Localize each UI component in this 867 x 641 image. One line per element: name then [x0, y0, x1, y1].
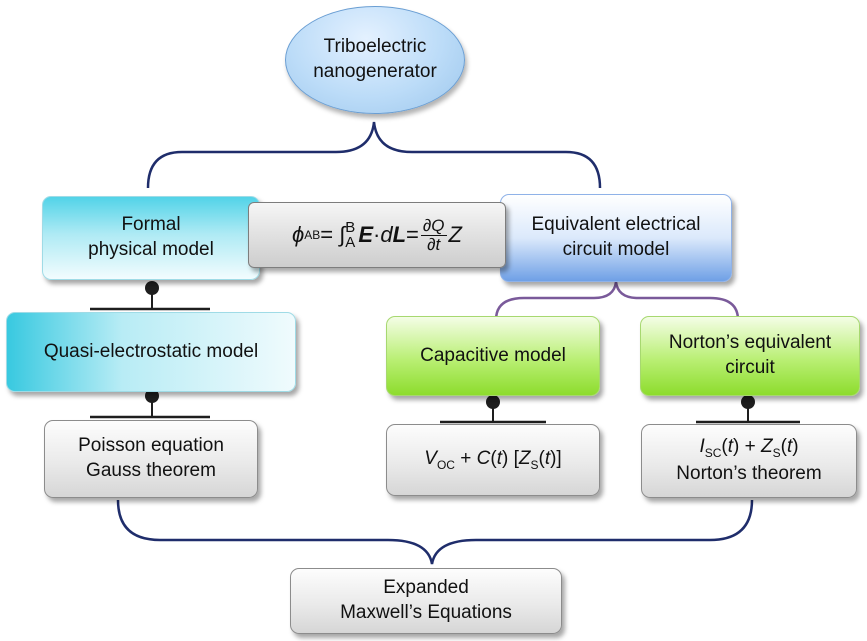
teng-node: Triboelectric nanogenerator — [285, 6, 465, 114]
formula-dot: · — [373, 222, 381, 247]
formula-lower-limit: A — [345, 234, 356, 251]
norton-label-line2: circuit — [725, 357, 775, 378]
pin-connector-norton — [696, 395, 800, 424]
expanded-label-line1: Expanded — [383, 577, 469, 599]
norton-plus: ) + — [733, 436, 761, 458]
formula-fraction: ∂Q ∂t — [420, 215, 447, 254]
capacitive-equation-node: VOC + C(t) [ZS(t)] — [386, 424, 600, 496]
norton-equation: ISC(t) + ZS(t) — [699, 435, 798, 461]
zs-symbol: Z — [518, 447, 531, 469]
quasi-electrostatic-model-node: Quasi-electrostatic model — [6, 312, 296, 392]
expanded-maxwell-node: Expanded Maxwell’s Equations — [290, 568, 562, 634]
formula-limits: B A — [345, 220, 355, 250]
poisson-label-line2: Gauss theorem — [86, 460, 216, 481]
bottom-brace-connector — [116, 499, 754, 565]
c-symbol: C — [476, 447, 491, 469]
capacitive-model-node: Capacitive model — [386, 316, 600, 396]
formula-numerator: ∂Q — [420, 215, 447, 236]
poisson-gauss-node: Poisson equation Gauss theorem — [44, 420, 258, 498]
capacitive-label: Capacitive model — [420, 344, 566, 366]
formula-Z: Z — [448, 222, 462, 247]
norton-zs-time-var: t — [786, 436, 793, 458]
formula-d: d — [380, 222, 393, 247]
norton-zs-symbol: Z — [760, 436, 773, 458]
zs-open: ( — [538, 447, 545, 469]
norton-theorem-label: Norton’s theorem — [676, 462, 822, 484]
formula-upper-limit: B — [345, 219, 356, 236]
isc-subscript: SC — [704, 446, 722, 461]
norton-label-line1: Norton’s equivalent — [668, 332, 832, 354]
teng-label-line2: nanogenerator — [313, 61, 437, 82]
quasi-label: Quasi-electrostatic model — [43, 340, 259, 362]
circuit-brace-connector — [494, 281, 740, 321]
c-close-bracket: ) [ — [501, 447, 519, 469]
capacitive-equation: VOC + C(t) [ZS(t)] — [424, 447, 561, 473]
formula-L: L — [392, 222, 407, 247]
pin-connector-formal — [90, 281, 210, 311]
voc-subscript: OC — [436, 457, 455, 472]
isc-symbol: I — [699, 436, 705, 458]
c-time-var: t — [496, 447, 502, 469]
formula-integral: = ∫ — [320, 222, 346, 247]
voc-symbol: V — [424, 447, 437, 469]
norton-equivalent-circuit-node: Norton’s equivalent circuit — [640, 316, 860, 396]
zs-subscript: S — [530, 457, 539, 472]
norton-equation-node: ISC(t) + ZS(t) Norton’s theorem — [641, 424, 857, 498]
formula-denominator: ∂t — [427, 234, 441, 254]
zs-close: )] — [550, 447, 562, 469]
top-brace-connector — [146, 121, 602, 189]
equivalent-label-line2: circuit model — [562, 239, 670, 260]
formal-label-line1: Formal — [121, 214, 181, 236]
equivalent-circuit-model-node: Equivalent electrical circuit model — [500, 194, 732, 282]
norton-zs-subscript: S — [772, 446, 781, 461]
norton-zs-close: ) — [792, 436, 799, 458]
norton-zs-open: ( — [780, 436, 787, 458]
formula-phi-sub: AB — [304, 228, 321, 242]
poisson-label-line1: Poisson equation — [78, 435, 224, 457]
formula-E: E — [358, 222, 373, 247]
teng-label-line1: Triboelectric — [323, 36, 427, 58]
pin-connector-quasi — [90, 389, 210, 419]
expanded-label-line2: Maxwell’s Equations — [340, 602, 512, 623]
formula-equals: = — [406, 222, 419, 247]
equivalent-label-line1: Equivalent electrical — [531, 214, 701, 236]
formal-physical-model-node: Formal physical model — [42, 196, 260, 280]
formal-label-line2: physical model — [88, 239, 214, 260]
plus-sign: + — [454, 447, 477, 469]
formula-phi: ϕ — [292, 222, 305, 247]
c-open: ( — [490, 447, 497, 469]
isc-time-var: t — [727, 436, 733, 458]
pin-connector-capacitive — [440, 395, 546, 424]
zs-time-var: t — [544, 447, 551, 469]
isc-open: ( — [721, 436, 728, 458]
